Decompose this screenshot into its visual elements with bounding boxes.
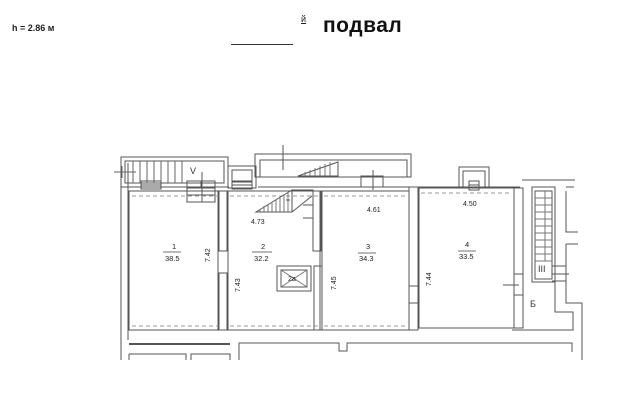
title-mark: й xyxy=(301,14,307,24)
room-3-top-dimension: 4.61 xyxy=(367,207,381,214)
floor-title: подвал xyxy=(323,14,403,37)
title-underline xyxy=(231,44,293,45)
room-4-top-dimension: 4.50 xyxy=(463,201,477,208)
room-2-wall-length: 7.43 xyxy=(235,278,242,292)
room-2-area: 32.2 xyxy=(254,254,269,263)
ceiling-height-label: h = 2.86 м xyxy=(12,23,55,33)
stair-III-label: III xyxy=(538,264,546,274)
room-4-wall-length: 7.44 xyxy=(426,272,433,286)
room-1-number: 1 xyxy=(172,242,176,251)
room-4-number: 4 xyxy=(465,240,469,249)
room-2a-label: 2а xyxy=(288,276,296,283)
room-2-number: 2 xyxy=(261,242,265,251)
stair-V-label: V xyxy=(190,166,196,176)
room-3-number: 3 xyxy=(366,242,370,251)
room-2-top-dimension: 4.73 xyxy=(251,219,265,226)
room-1-area: 38.5 xyxy=(165,254,180,263)
room-B-label: Б xyxy=(530,299,536,309)
room-4-area: 33.5 xyxy=(459,252,474,261)
room-3-wall-length: 7.45 xyxy=(331,276,338,290)
room-1-wall-length: 7.42 xyxy=(205,248,212,262)
room-3-area: 34.3 xyxy=(359,254,374,263)
